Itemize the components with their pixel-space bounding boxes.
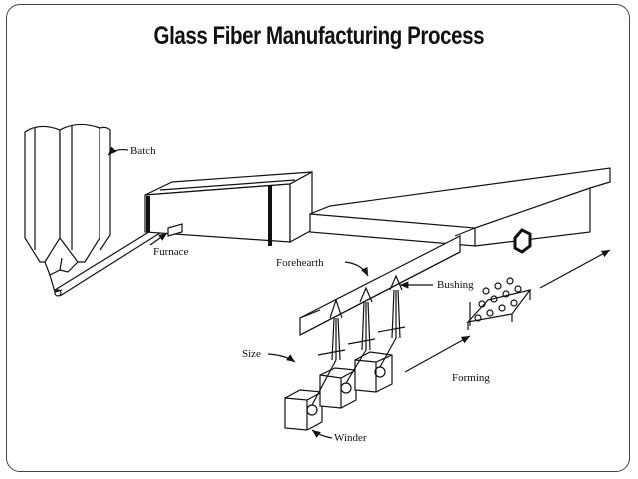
- conveyor: [54, 224, 164, 297]
- forehearth: [299, 167, 611, 336]
- slide-title: Glass Fiber Manufacturing Process: [153, 22, 485, 50]
- label-forming: Forming: [452, 372, 490, 384]
- furnace: [144, 170, 313, 246]
- label-batch: Batch: [130, 145, 156, 157]
- label-bushing: Bushing: [437, 279, 474, 291]
- winders: [284, 337, 397, 431]
- batch-silos: [24, 123, 111, 293]
- label-winder: Winder: [334, 432, 367, 444]
- label-furnace: Furnace: [153, 246, 189, 258]
- forming-rack: [466, 277, 532, 330]
- label-forehearth: Forehearth: [276, 257, 324, 269]
- label-size: Size: [242, 348, 261, 360]
